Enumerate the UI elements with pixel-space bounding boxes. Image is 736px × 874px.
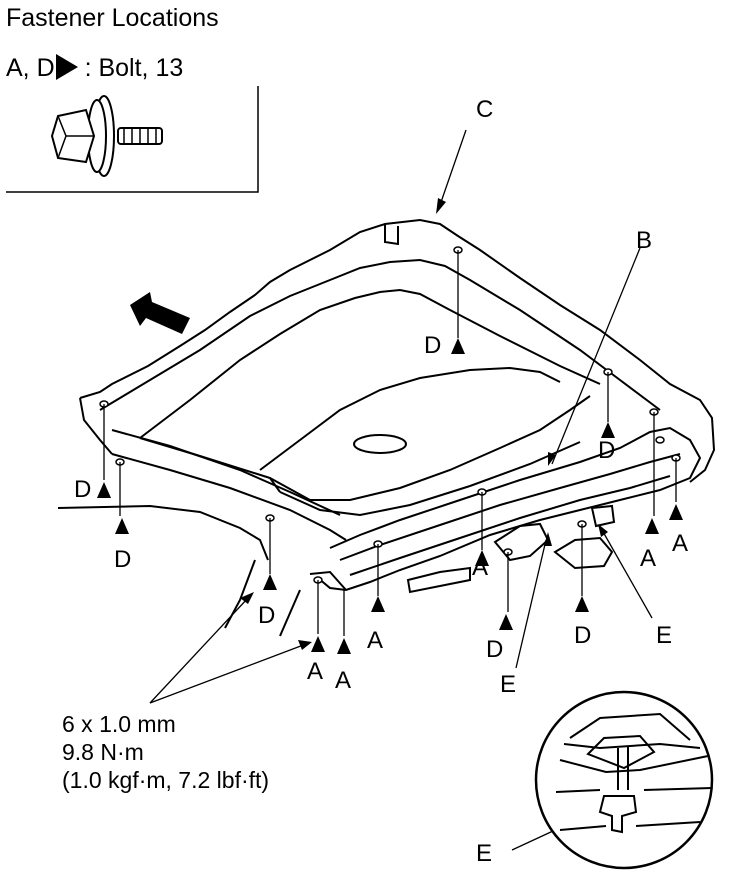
bolt-icon (50, 95, 163, 177)
spec-size: 6 x 1.0 mm (62, 711, 176, 737)
callout-d: D (598, 437, 615, 464)
front-direction-arrow-icon (130, 292, 190, 334)
callout-a: A (672, 530, 688, 557)
callout-e: E (656, 622, 672, 649)
legend-letters: A, D (6, 54, 55, 82)
leader-lines (103, 129, 677, 851)
callout-d: D (74, 476, 91, 503)
callout-d: D (258, 602, 275, 629)
callout-e: E (476, 840, 492, 867)
legend-box (6, 86, 259, 193)
callout-c: C (476, 96, 493, 123)
callout-a: A (335, 667, 351, 694)
callout-a: A (307, 658, 323, 685)
callout-a: A (367, 627, 383, 654)
callout-d: D (574, 622, 591, 649)
callout-d: D (114, 546, 131, 573)
fastener-legend: A, D : Bolt, 13 (6, 54, 183, 83)
fastener-triangle-icon (97, 338, 683, 654)
legend-description: : Bolt, 13 (84, 54, 184, 82)
spec-torque-alt: (1.0 kgf·m, 7.2 lbf·ft) (62, 767, 270, 793)
roof-frame (57, 218, 716, 637)
page-title: Fastener Locations (6, 4, 219, 32)
spec-torque: 9.8 N·m (62, 739, 144, 765)
fastener-triangle-icon (55, 54, 78, 80)
callout-e: E (500, 671, 516, 698)
callout-a: A (472, 554, 488, 581)
callout-a: A (640, 545, 656, 572)
callout-d: D (486, 636, 503, 663)
fastener-holes (99, 246, 681, 584)
callout-b: B (636, 227, 652, 254)
clip-detail-icon (534, 690, 714, 870)
callout-d: D (424, 332, 441, 359)
